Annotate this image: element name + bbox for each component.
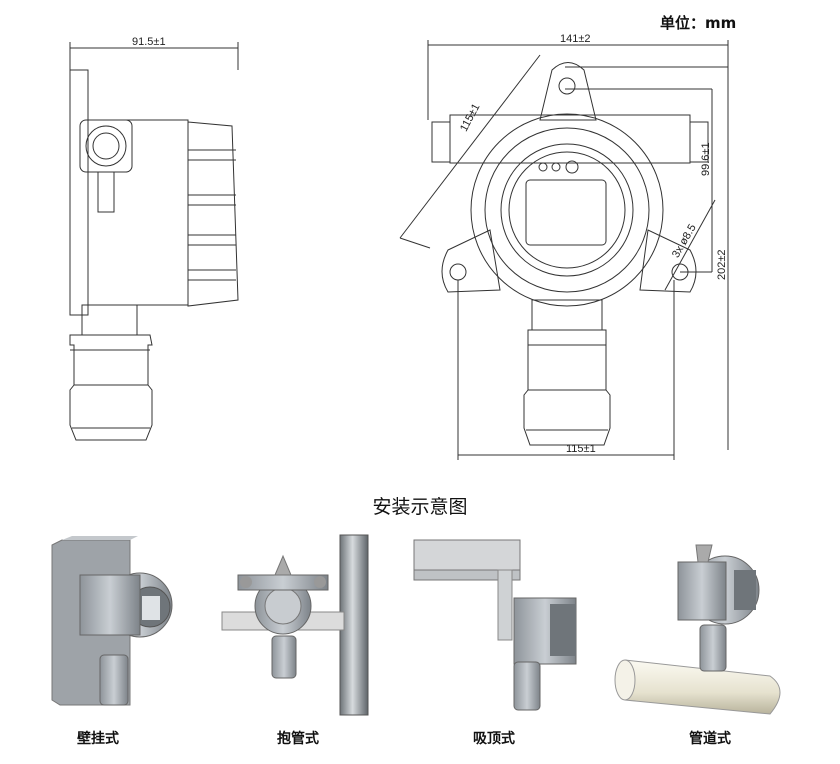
caption-pole-mount: 抱管式	[277, 731, 319, 747]
dim-side-width: 91.5±1	[132, 36, 166, 48]
caption-wall-mount: 壁挂式	[77, 731, 119, 747]
caption-pipeline-mount: 管道式	[689, 731, 731, 747]
pole-mount-illustration	[221, 534, 369, 716]
dim-front-width-bottom: 115±1	[566, 443, 596, 455]
pipeline-mount-illustration	[614, 544, 781, 715]
section-title: 安装示意图	[372, 496, 468, 518]
front-view	[399, 40, 729, 460]
technical-drawing	[69, 40, 729, 460]
unit-label: 单位：mm	[660, 14, 737, 32]
dim-front-width-top: 141±2	[560, 33, 591, 45]
side-view	[69, 42, 239, 441]
ceiling-mount-illustration	[413, 539, 577, 711]
caption-ceiling-mount: 吸顶式	[473, 731, 515, 747]
wall-mount-illustration	[51, 536, 173, 706]
